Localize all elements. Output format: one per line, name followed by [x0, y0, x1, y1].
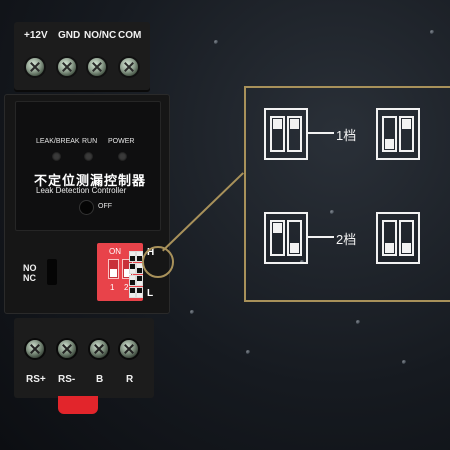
- setting-connector-line: [308, 132, 334, 134]
- terminal-screw-icon[interactable]: [26, 340, 44, 358]
- mode-switch-label: NO NC: [23, 263, 37, 283]
- terminal-label-nonc: NO/NC: [84, 30, 117, 41]
- water-droplet: [330, 210, 334, 214]
- terminal-label-com: COM: [118, 30, 142, 41]
- terminal-label-12v: +12V: [24, 30, 48, 41]
- product-title-cn: 不定位测漏控制器: [34, 173, 147, 188]
- terminal-label-r: R: [126, 374, 134, 385]
- callout-line: [162, 172, 244, 252]
- dip-setting-4-switch: [376, 212, 420, 264]
- mode-switch-slot[interactable]: [47, 259, 57, 285]
- sensitivity-level-2-label: 2档: [336, 232, 357, 247]
- mode-label-no: NO: [23, 263, 37, 273]
- water-droplet: [190, 310, 194, 314]
- dip-setting-2-switch: [376, 108, 420, 160]
- terminal-label-rs-plus: RS+: [26, 374, 46, 385]
- water-droplet: [430, 30, 434, 34]
- terminal-label-rs-minus: RS-: [58, 374, 76, 385]
- front-housing: LEAK/BREAK RUN POWER 不定位测漏控制器 Leak Detec…: [4, 94, 170, 314]
- terminal-screw-icon[interactable]: [26, 58, 44, 76]
- dip-toggle-1[interactable]: [108, 259, 119, 279]
- mini-switch-icon: [129, 263, 136, 274]
- terminal-label-b: B: [96, 374, 104, 385]
- terminal-screw-icon[interactable]: [120, 58, 138, 76]
- indicator-label-power: POWER: [108, 138, 135, 145]
- off-button-label: OFF: [98, 203, 112, 210]
- water-droplet: [356, 320, 360, 324]
- indicator-label-leak: LEAK/BREAK: [36, 138, 80, 145]
- dip-on-label: ON: [109, 247, 121, 256]
- mini-switch-icon: [129, 287, 136, 298]
- mode-label-nc: NC: [23, 273, 36, 283]
- sensitivity-level-1-label: 1档: [336, 128, 357, 143]
- dip-number-1: 1: [110, 283, 115, 292]
- dip-setting-3-switch: [264, 212, 308, 264]
- setting-connector-line: [308, 236, 334, 238]
- top-terminal-block: +12V GND NO/NC COM: [14, 22, 150, 92]
- indicator-label-run: RUN: [82, 138, 98, 145]
- terminal-screw-icon[interactable]: [58, 58, 76, 76]
- power-led-icon: [118, 152, 127, 161]
- callout-ring: [142, 246, 174, 278]
- front-panel: LEAK/BREAK RUN POWER 不定位测漏控制器 Leak Detec…: [15, 101, 161, 231]
- leak-detection-controller: +12V GND NO/NC COM LEAK/BREAK RUN POWER …: [0, 0, 172, 420]
- terminal-screw-icon[interactable]: [88, 58, 106, 76]
- din-rail-clip[interactable]: [58, 396, 98, 414]
- dip-setting-detail: 1档 2档: [244, 86, 450, 302]
- dip-setting-1-switch: [264, 108, 308, 160]
- terminal-screw-icon[interactable]: [58, 340, 76, 358]
- water-droplet: [214, 40, 218, 44]
- dip-number-2: 2: [124, 283, 129, 292]
- mini-switch-icon: [129, 251, 136, 262]
- terminal-screw-icon[interactable]: [90, 340, 108, 358]
- terminal-screw-icon[interactable]: [120, 340, 138, 358]
- mini-switch-icon: [129, 275, 136, 286]
- product-title-en: Leak Detection Controller: [36, 186, 127, 195]
- leak-led-icon: [52, 152, 61, 161]
- mini-switch-icon: [136, 287, 143, 298]
- water-droplet: [246, 350, 250, 354]
- mini-switch-icon: [136, 275, 143, 286]
- bottom-terminal-block: RS+ RS- B R: [14, 318, 154, 398]
- run-led-icon: [84, 152, 93, 161]
- off-button[interactable]: [80, 201, 93, 214]
- water-droplet: [402, 360, 406, 364]
- terminal-label-gnd: GND: [58, 30, 81, 41]
- dip-low-label: L: [147, 288, 154, 299]
